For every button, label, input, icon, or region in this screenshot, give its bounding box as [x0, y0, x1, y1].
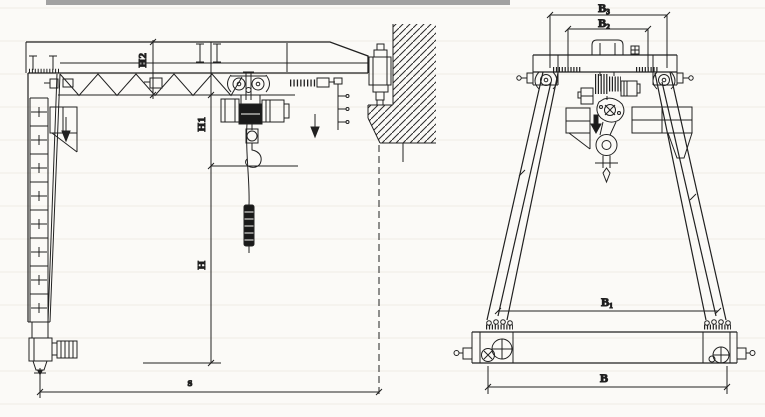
cable-drop-arrows: [61, 114, 320, 143]
label-h: H: [196, 260, 208, 269]
side-view: H2 H1 H s: [25, 24, 436, 398]
scan-artifact-lines: [0, 7, 765, 405]
dimension-b: B: [484, 366, 731, 394]
dimension-b1: B1: [494, 295, 722, 315]
monorail-and-bracing: [44, 73, 335, 97]
dimension-b2: B2: [564, 16, 652, 68]
dimension-h2: H2: [137, 38, 157, 99]
end-view: B3 B2 B1 B: [453, 1, 756, 394]
label-b2: B2: [598, 16, 610, 31]
end-view-top-wheels: [516, 71, 694, 90]
end-view-bottom-beam: [453, 319, 756, 364]
girder: [25, 41, 369, 74]
mid-platforms: [565, 106, 693, 159]
end-view-top-beam: [532, 39, 678, 86]
travel-wheel-assembly: [28, 322, 78, 377]
end-view-hook: [590, 97, 625, 184]
electric-hoist: [220, 94, 290, 125]
label-h1: H1: [196, 116, 208, 131]
label-b: B: [600, 371, 608, 385]
dimension-span: s: [36, 368, 383, 398]
pendant-control: [243, 123, 255, 253]
scan-edge-strip: [46, 0, 510, 5]
label-b3: B3: [598, 1, 610, 16]
label-b1: B1: [601, 295, 613, 310]
dimension-b3: B3: [546, 1, 671, 68]
leg-ladder: [27, 55, 61, 323]
wall-hatched: [367, 24, 436, 162]
hook-side: [245, 124, 262, 168]
dimension-h1-h: H1 H: [143, 42, 298, 367]
hoist-trolley: [227, 71, 270, 100]
end-view-legs: [486, 71, 727, 321]
conductor-bracket: [333, 77, 350, 130]
label-h2: H2: [137, 52, 149, 67]
end-view-hoist: [577, 72, 641, 105]
label-span: s: [188, 375, 193, 389]
wall-rail-carriage: [368, 43, 392, 106]
